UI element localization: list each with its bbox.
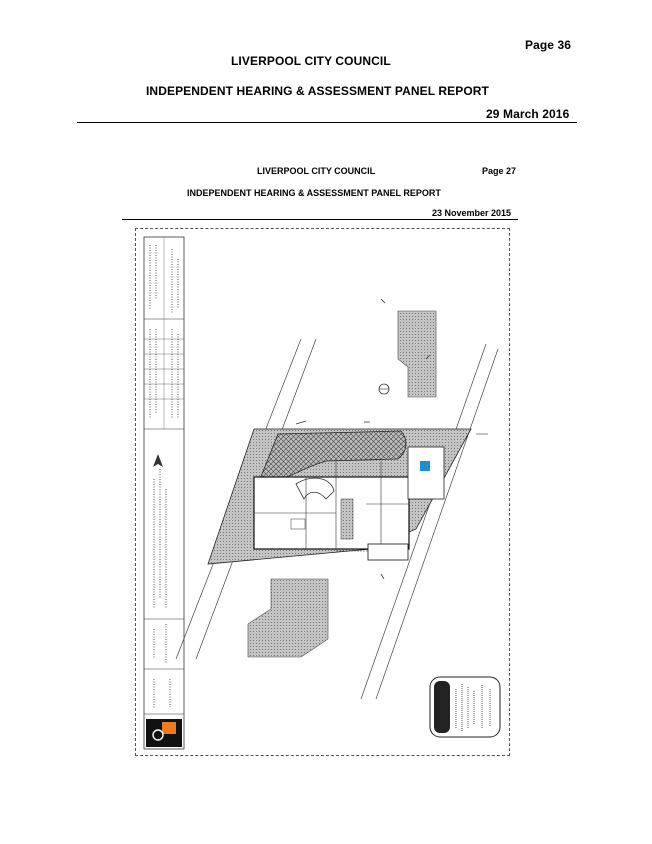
neighbour-building-south: [247, 578, 329, 658]
certification-stamp: [429, 676, 501, 738]
neighbour-building-north: [397, 310, 437, 398]
inner-page-number: Page 27: [482, 166, 517, 176]
inner-council-title: LIVERPOOL CITY COUNCIL: [257, 166, 376, 176]
outer-council-title: LIVERPOOL CITY COUNCIL: [231, 54, 391, 68]
logo-accent: [162, 722, 176, 734]
outer-page-number: Page 36: [525, 38, 572, 52]
title-block: [143, 236, 185, 750]
site-plan-drawing: [135, 228, 510, 756]
hatched-roof: [259, 430, 407, 480]
outer-header-rule: [77, 122, 577, 123]
outer-report-title: INDEPENDENT HEARING & ASSESSMENT PANEL R…: [146, 84, 489, 98]
parking-bay: [407, 446, 445, 500]
north-arrow-icon: [153, 454, 163, 467]
inner-header-rule: [122, 219, 518, 220]
inner-report-date: 23 November 2015: [432, 208, 512, 218]
building-footprint: [253, 461, 410, 561]
inner-report-title: INDEPENDENT HEARING & ASSESSMENT PANEL R…: [187, 188, 441, 198]
site-plan-svg: [143, 236, 501, 750]
curved-driveway: [295, 477, 335, 500]
accessible-parking-icon: [420, 461, 430, 471]
outer-report-date: 29 March 2016: [486, 107, 570, 121]
